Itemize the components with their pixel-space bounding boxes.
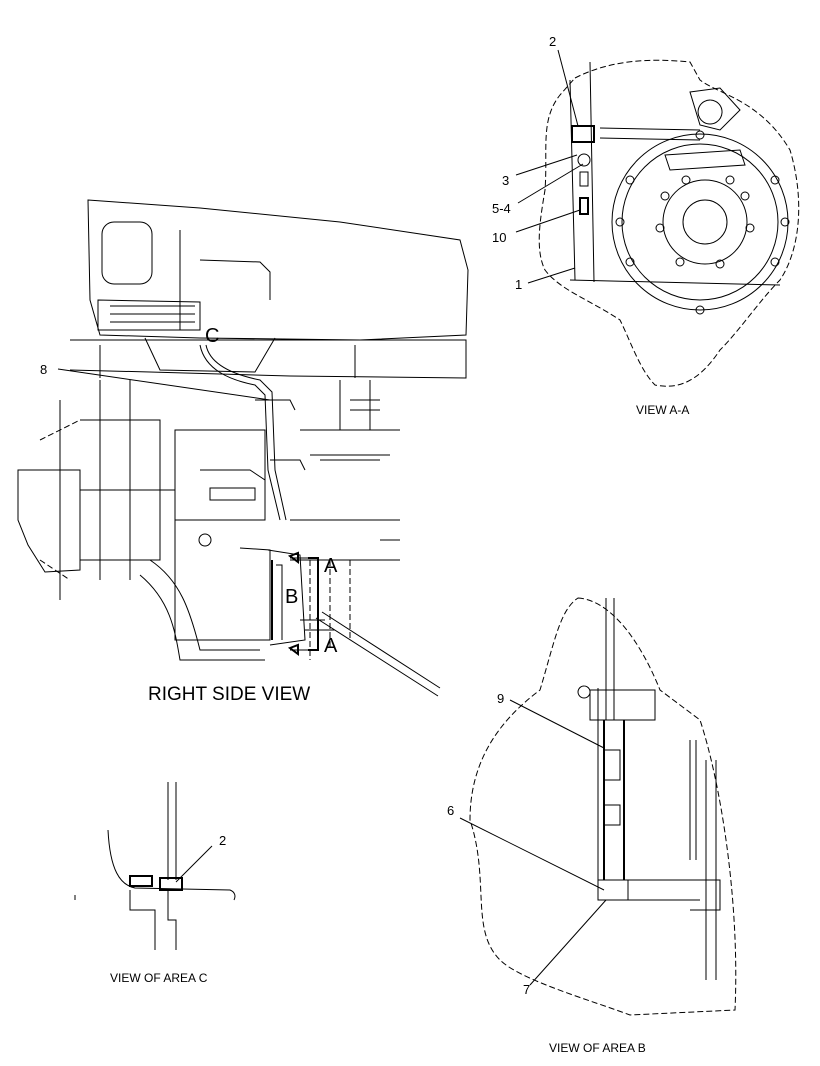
callout-10: 10 [492, 230, 506, 245]
view-aa-caption: VIEW A-A [636, 403, 689, 417]
view-aa: 2 3 5-4 10 1 VIEW A-A [492, 34, 800, 417]
view-c-caption: VIEW OF AREA C [110, 971, 208, 985]
callout-C: C [205, 325, 219, 347]
callout-2-c: 2 [219, 833, 226, 848]
view-area-c: 2 VIEW OF AREA C [74, 782, 236, 985]
callout-1: 1 [515, 277, 522, 292]
right-side-view-caption: RIGHT SIDE VIEW [148, 684, 310, 705]
callout-8: 8 [40, 362, 47, 377]
callout-A-top: A [324, 555, 338, 577]
callout-7: 7 [523, 982, 530, 997]
callout-6: 6 [447, 803, 454, 818]
view-b-caption: VIEW OF AREA B [549, 1041, 646, 1055]
right-side-view: 8 C A B A RIGHT SIDE VIEW [17, 199, 469, 705]
view-area-b: 9 6 7 VIEW OF AREA B [447, 597, 737, 1055]
callout-A-bottom: A [324, 635, 338, 657]
callout-9: 9 [497, 691, 504, 706]
callout-B: B [285, 586, 298, 608]
callout-2-aa: 2 [549, 34, 556, 49]
callout-5-4: 5-4 [492, 201, 511, 216]
callout-3: 3 [502, 173, 509, 188]
